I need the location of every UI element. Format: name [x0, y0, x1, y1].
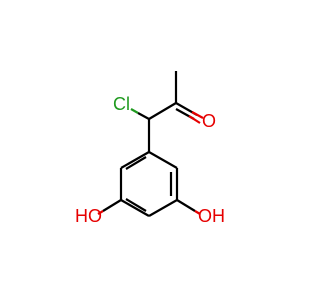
bond-alpha-chlorine [137, 112, 150, 120]
bond-carbonyl-alpha [148, 102, 177, 120]
bond-ring-hydroxyl-left [102, 199, 122, 212]
ring-bond-1 [148, 151, 178, 169]
carbonyl-oxygen-label: O [202, 111, 216, 131]
bond-carbonyl-oxygen-2-red [188, 115, 201, 124]
hydroxyl-right-label: OH [198, 206, 225, 226]
ring-inner-bond-3 [125, 156, 147, 170]
ring-bond-4 [120, 199, 150, 217]
bond-carbonyl-oxygen-1-red [191, 111, 204, 119]
bond-ring-hydroxyl-right-red [194, 210, 201, 215]
chlorine-label: Cl [113, 94, 130, 114]
hydroxyl-left-label: HO [75, 206, 102, 226]
structure-diagram: Cl O HO OH [75, 71, 225, 226]
ring-inner-bond-2 [125, 198, 147, 212]
ring-bond-6 [120, 151, 150, 169]
ring-bond-3 [148, 199, 178, 217]
bond-ring-hydroxyl-right [176, 199, 196, 212]
bond-ring-hydroxyl-left-red [97, 210, 104, 215]
bond-alpha-chlorine-green [130, 108, 139, 114]
